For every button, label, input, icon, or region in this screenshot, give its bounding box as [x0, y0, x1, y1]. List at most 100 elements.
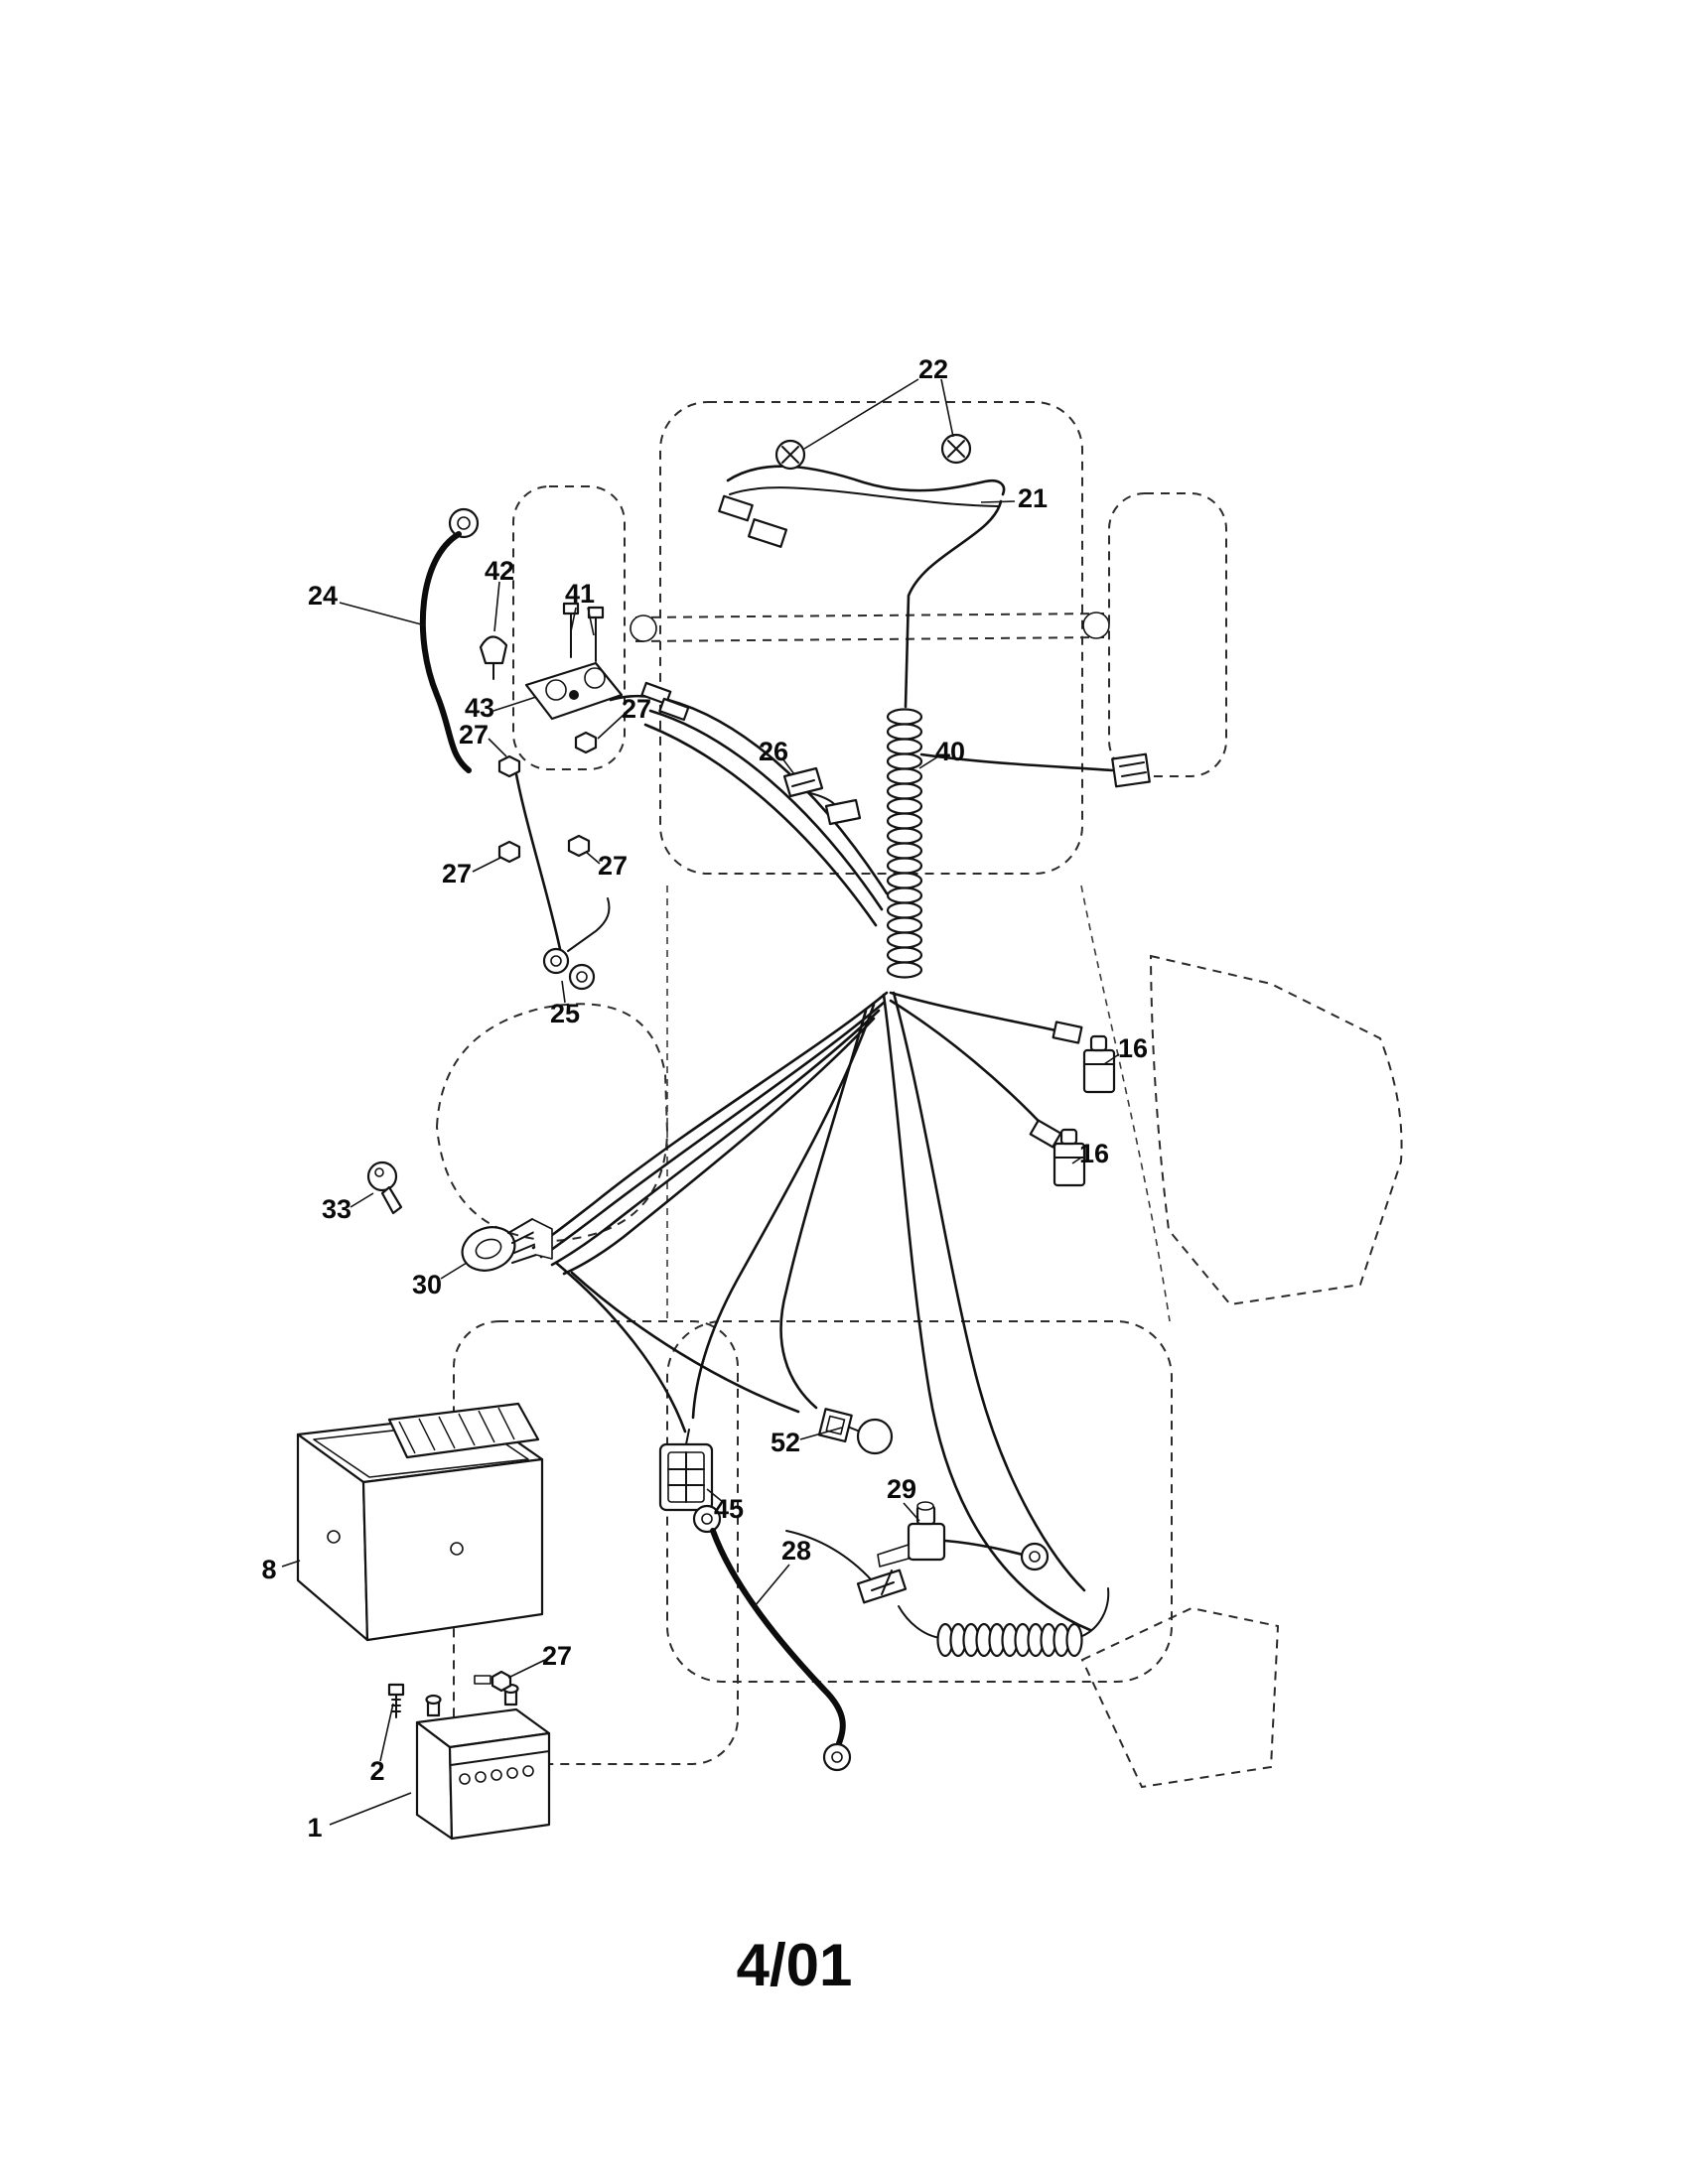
callout-16-switch-upper: 16 — [1118, 1033, 1148, 1063]
callout-52-connector: 52 — [771, 1428, 800, 1457]
module-45 — [658, 1429, 714, 1512]
callout-24-ground-cable: 24 — [308, 581, 338, 611]
dash-panel-line-lower — [634, 636, 1105, 642]
switch29-to-ring — [943, 1539, 1025, 1557]
tray-strap — [387, 1402, 540, 1459]
nut-27-c — [497, 840, 521, 864]
dash-grommet-right — [1082, 612, 1110, 639]
switch16b-wire — [889, 999, 1052, 1136]
switch16-lower-connector — [1029, 1119, 1062, 1149]
solenoid-post-b — [584, 667, 606, 689]
bolt-41-head-b — [587, 606, 605, 619]
rear-coiled-conduit — [936, 1622, 1083, 1658]
plunger-switch-16-upper — [1052, 1021, 1116, 1094]
tractor-body-outline — [435, 401, 1403, 1789]
ring-terminal-24-hole — [457, 516, 471, 530]
ignition-switch-30 — [461, 1218, 553, 1272]
ignition-wire-c — [550, 1009, 881, 1267]
battery-right-face — [448, 1731, 551, 1841]
terminal-lug-b — [658, 697, 690, 722]
dash-grommet-left — [630, 614, 657, 642]
ignition-key-33 — [366, 1160, 403, 1215]
callout-42-cap: 42 — [485, 556, 514, 586]
callout-25-terminal: 25 — [550, 999, 580, 1028]
ring25-strap — [567, 897, 611, 952]
coil-right-lead — [1081, 1587, 1110, 1637]
right-fender-outline — [1149, 954, 1403, 1306]
connector-52 — [817, 1408, 894, 1455]
rear-wire-a — [892, 991, 1086, 1592]
leader-lines — [281, 378, 1120, 1826]
console-branch-a — [554, 1261, 687, 1433]
headlight-feed-wire — [904, 499, 1003, 709]
callout-27-nut-b: 27 — [622, 694, 651, 724]
solenoid-post-a — [545, 679, 567, 701]
coiled-conduit-40 — [886, 708, 1151, 979]
rear-wire-b — [882, 993, 1092, 1632]
callout-29-interlock-switch: 29 — [887, 1474, 916, 1504]
bundle-wire-c — [643, 723, 878, 927]
harness-wires — [514, 465, 1114, 1639]
bundle-wire-b — [648, 709, 884, 911]
nut-27-d — [567, 834, 591, 858]
callout-22-bulbs: 22 — [918, 354, 948, 384]
connector52-wire — [779, 1009, 868, 1410]
battery-1 — [415, 1683, 551, 1841]
console-branch-b — [570, 1271, 800, 1414]
ignition-wire-a — [531, 991, 889, 1250]
ground-cable-28 — [692, 1504, 852, 1772]
callout-1-battery: 1 — [307, 1813, 322, 1843]
harness-plug-b — [747, 518, 788, 548]
callout-16-switch-lower: 16 — [1079, 1139, 1109, 1168]
battery-tray-8 — [296, 1402, 544, 1642]
callout-43-solenoid: 43 — [465, 693, 494, 723]
fuse-holder — [824, 798, 862, 826]
ignition-wire-b — [539, 1001, 886, 1259]
dash-panel-line-upper — [634, 613, 1105, 618]
callout-45-module: 45 — [714, 1494, 744, 1524]
callout-21-headlight-harness: 21 — [1018, 483, 1048, 513]
cap-42 — [479, 635, 508, 665]
callout-labels: 22 21 24 42 41 43 27 27 26 40 27 27 25 1… — [261, 354, 1148, 1843]
callout-41-bolts: 41 — [565, 579, 595, 609]
right-branch-wire — [919, 752, 1114, 772]
callout-40-conduit: 40 — [935, 737, 965, 766]
callout-27-nut-a: 27 — [459, 720, 489, 750]
solenoid-group — [479, 602, 690, 864]
callout-27-nut-c: 27 — [442, 859, 472, 888]
nut-27-b — [574, 731, 598, 754]
ground-cable-run — [419, 531, 472, 773]
harness-plug-a — [718, 494, 754, 522]
interlock-switch-29 — [856, 1501, 1050, 1604]
plunger-switch-16-lower — [1029, 1119, 1086, 1187]
console-outline — [435, 1003, 669, 1243]
headlight-bulbs-22 — [718, 433, 972, 548]
headlight-harness-wire-a — [726, 465, 1006, 496]
coil-left-lead — [898, 1605, 942, 1639]
frame-rail-right — [1080, 885, 1171, 1322]
headlight-harness-wire-b — [729, 486, 999, 507]
module-wire — [691, 1003, 876, 1420]
solenoid-center — [569, 690, 579, 700]
tray-strap-hatch — [398, 1407, 515, 1454]
callout-8-battery-tray: 8 — [261, 1555, 276, 1584]
switch16a-wire — [889, 991, 1066, 1034]
battery-bolt-2 — [387, 1683, 405, 1718]
fuse-26 — [782, 766, 862, 826]
callout-27-battery-nut: 27 — [542, 1641, 572, 1671]
left-side-strip — [512, 485, 626, 770]
battery-nut-27 — [474, 1670, 512, 1693]
ground-cable-24 — [419, 507, 480, 773]
nut-27-a — [497, 754, 521, 778]
solenoid-lower-lead — [514, 772, 562, 951]
ring-terminals-25 — [542, 947, 596, 991]
switch16-upper-connector — [1052, 1021, 1083, 1044]
callout-33-key: 33 — [322, 1194, 351, 1224]
date-code: 4/01 — [737, 1932, 853, 1998]
right-strip-connector — [1111, 752, 1151, 788]
callout-27-nut-d: 27 — [598, 851, 628, 881]
rear-right-outline — [1080, 1606, 1280, 1789]
flat-connector-lead — [785, 1530, 873, 1581]
